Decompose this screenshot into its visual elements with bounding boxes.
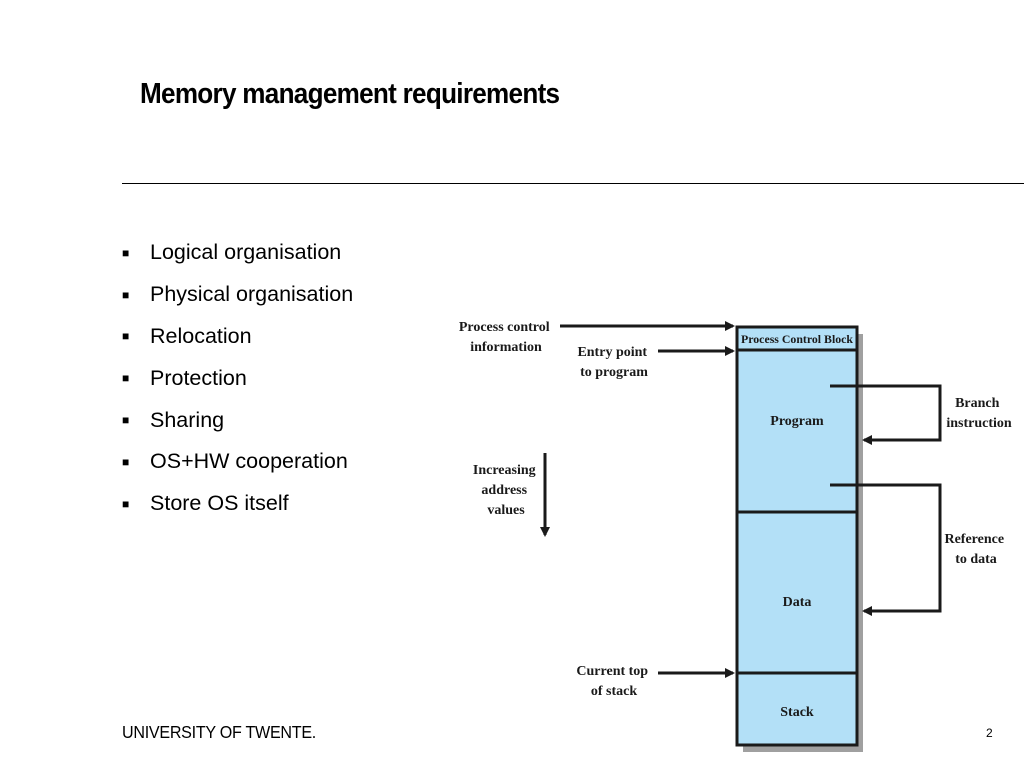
reference-to-data-bracket xyxy=(830,483,942,616)
bullet-square-icon: ■ xyxy=(122,496,130,511)
slide-title: Memory management requirements xyxy=(140,78,560,110)
bullet-text: Relocation xyxy=(150,323,252,348)
bullet-square-icon: ■ xyxy=(122,245,130,260)
program-label: Program xyxy=(770,414,824,429)
label-line: Current top xyxy=(576,664,648,679)
reference-to-data-label: Reference to data xyxy=(944,532,1007,567)
label-line: address xyxy=(481,483,527,498)
label-line: values xyxy=(487,503,525,518)
bullet-item: ■ Logical organisation xyxy=(122,232,353,274)
label-line: to program xyxy=(580,365,648,380)
bullet-text: OS+HW cooperation xyxy=(150,449,348,474)
bullet-square-icon: ■ xyxy=(122,454,130,469)
label-line: information xyxy=(470,340,542,355)
process-control-info-label: Process control information xyxy=(459,320,553,355)
bullet-item: ■ Protection xyxy=(122,357,353,399)
bullet-item: ■ Store OS itself xyxy=(122,483,353,525)
bullet-item: ■ Physical organisation xyxy=(122,274,353,316)
label-line: Branch xyxy=(955,396,1000,411)
bullet-text: Physical organisation xyxy=(150,282,354,307)
branch-instruction-bracket xyxy=(830,384,942,445)
label-line: instruction xyxy=(946,416,1012,431)
page-number: 2 xyxy=(986,726,993,740)
bullet-item: ■ Sharing xyxy=(122,399,353,441)
label-line: of stack xyxy=(591,684,637,699)
label-line: Increasing xyxy=(473,463,536,478)
bullet-list: ■ Logical organisation ■ Physical organisa… xyxy=(122,232,353,525)
title-divider xyxy=(122,183,1024,184)
bullet-text: Store OS itself xyxy=(150,491,289,516)
branch-instruction-label: Branch instruction xyxy=(946,396,1012,431)
university-logo: UNIVERSITY OF TWENTE. xyxy=(122,722,316,742)
bullet-item: ■ OS+HW cooperation xyxy=(122,441,353,483)
bullet-text: Logical organisation xyxy=(150,240,342,265)
bullet-square-icon: ■ xyxy=(122,371,130,386)
label-line: Entry point xyxy=(577,345,647,360)
increasing-address-label: Increasing address values xyxy=(473,463,539,518)
bullet-text: Protection xyxy=(150,365,247,390)
label-line: Reference xyxy=(944,532,1004,547)
bullet-square-icon: ■ xyxy=(122,329,130,344)
bullet-item: ■ Relocation xyxy=(122,316,353,358)
current-top-of-stack-label: Current top of stack xyxy=(576,664,651,699)
label-line: Process control xyxy=(459,320,550,335)
pcb-label: Process Control Block xyxy=(741,332,853,346)
bullet-text: Sharing xyxy=(150,407,225,432)
entry-point-label: Entry point to program xyxy=(577,345,650,380)
data-label: Data xyxy=(783,595,812,610)
memory-box xyxy=(735,325,859,747)
bullet-square-icon: ■ xyxy=(122,413,130,428)
stack-label: Stack xyxy=(780,705,814,720)
bullet-square-icon: ■ xyxy=(122,287,130,302)
label-line: to data xyxy=(955,552,997,567)
